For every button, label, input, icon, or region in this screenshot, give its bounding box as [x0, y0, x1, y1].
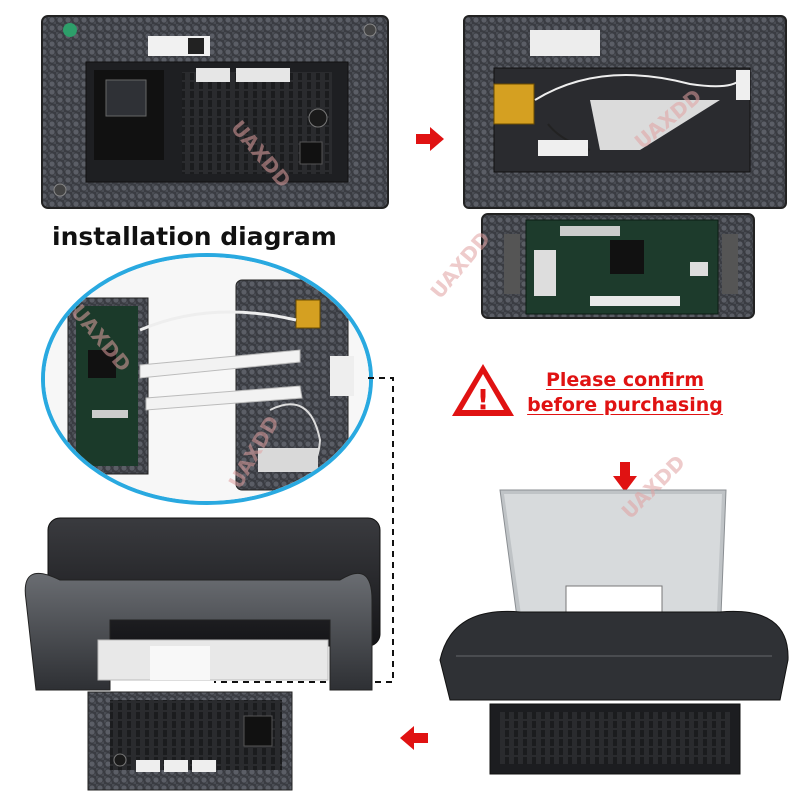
warning-triangle-icon: !: [452, 364, 514, 416]
photo-wiring-callout: [41, 253, 373, 505]
dashed-connector: [214, 377, 394, 683]
photo-assembled-unit: [24, 517, 381, 791]
confirm-line-2: before purchasing: [527, 394, 723, 416]
photo-main-board: [481, 213, 755, 319]
installation-heading: installation diagram: [52, 222, 337, 251]
photo-flipped-unit: [439, 489, 789, 775]
confirm-line-1: Please confirm: [545, 369, 705, 391]
arrow-down-icon: [613, 462, 637, 492]
arrow-left-icon: [400, 726, 428, 750]
arrow-right-icon: [416, 127, 444, 151]
photo-unit-back: [41, 15, 389, 209]
confirm-notice: Please confirm before purchasing: [520, 368, 730, 418]
photo-unit-opened: [463, 15, 787, 209]
svg-text:!: !: [477, 383, 490, 416]
